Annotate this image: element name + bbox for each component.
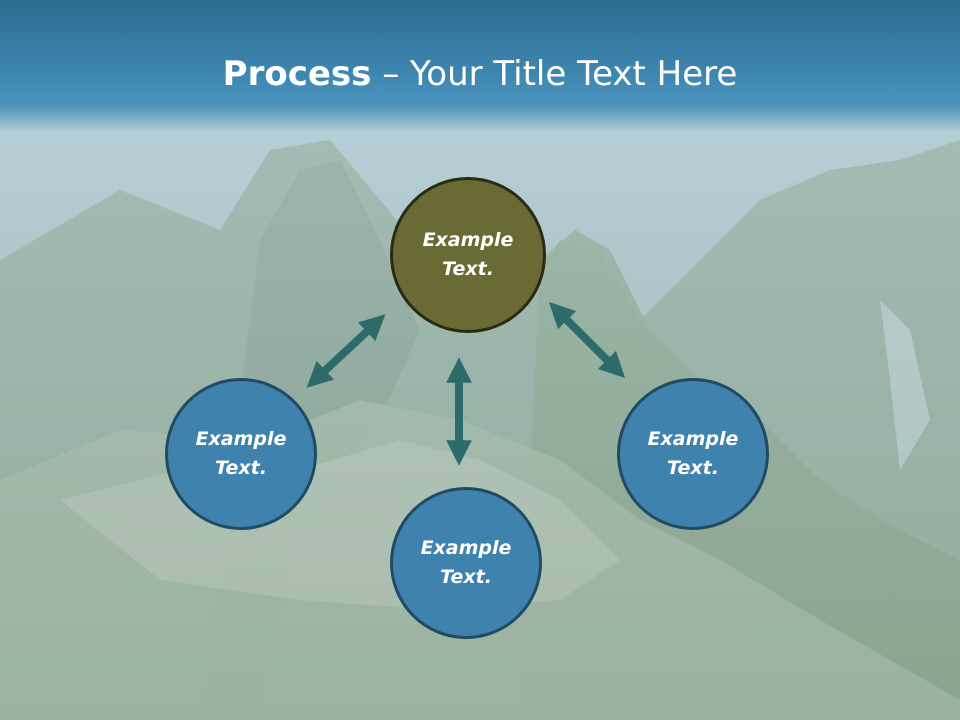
title-separator: – xyxy=(371,54,411,94)
title-bold: Process xyxy=(222,54,372,94)
node-top-line1: Example xyxy=(422,229,514,251)
node-bottom-line1: Example xyxy=(420,537,512,559)
node-left-line2: Text. xyxy=(215,457,267,479)
process-node-right: Example Text. xyxy=(617,378,769,530)
title-banner xyxy=(0,0,960,132)
node-top-line2: Text. xyxy=(442,258,494,280)
slide-title: Process – Your Title Text Here xyxy=(0,52,960,96)
node-left-line1: Example xyxy=(195,428,287,450)
process-node-top: Example Text. xyxy=(390,177,546,333)
node-right-line1: Example xyxy=(647,428,739,450)
title-text: Your Title Text Here xyxy=(410,54,738,94)
process-node-bottom: Example Text. xyxy=(390,487,542,639)
node-bottom-line2: Text. xyxy=(440,566,492,588)
process-node-left: Example Text. xyxy=(165,378,317,530)
node-right-line2: Text. xyxy=(667,457,719,479)
